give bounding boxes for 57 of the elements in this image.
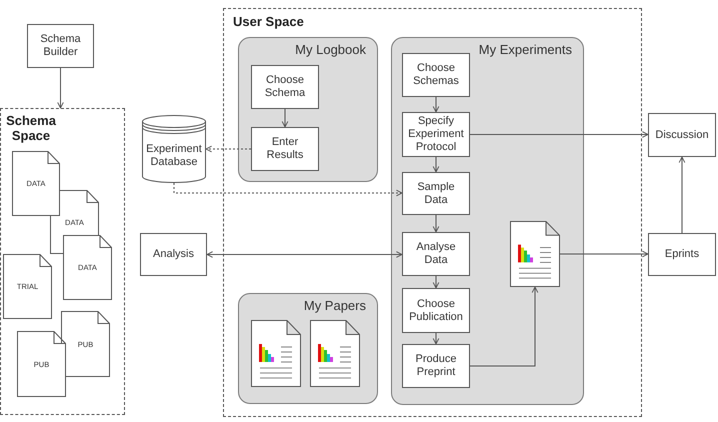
process-box xyxy=(402,288,470,333)
document-shape xyxy=(12,151,60,216)
process-box xyxy=(27,24,94,68)
process-box xyxy=(140,233,207,276)
database-cylinder xyxy=(142,115,206,183)
rounded-panel xyxy=(391,37,584,405)
arrow xyxy=(560,250,648,258)
arrow xyxy=(432,332,440,344)
dashed-region xyxy=(223,8,642,417)
double-headed-arrow xyxy=(206,251,402,258)
process-box xyxy=(402,172,470,215)
node-label: Analyse Data xyxy=(415,241,457,267)
arrow xyxy=(678,156,686,234)
node-label: Schema Builder xyxy=(39,33,82,59)
panel-title: My Experiments xyxy=(478,42,572,57)
document-chart-icon xyxy=(251,320,301,387)
node-label: Choose Schema xyxy=(264,74,306,100)
dotted-arrow xyxy=(206,146,252,152)
node-label: Choose Publication xyxy=(408,298,464,324)
document-shape xyxy=(3,254,52,319)
rounded-panel xyxy=(238,293,378,404)
node-label: Experiment Database xyxy=(145,143,203,169)
node-label: Sample Data xyxy=(416,180,456,206)
node-label: Choose Schemas xyxy=(412,62,460,88)
arrow xyxy=(432,96,440,112)
process-box xyxy=(402,344,470,388)
arrow xyxy=(432,156,440,172)
region-title: User Space xyxy=(233,14,304,29)
document-chart-icon xyxy=(310,320,360,387)
process-box xyxy=(648,113,716,157)
dotted-arrow xyxy=(174,182,402,196)
process-box xyxy=(402,53,470,97)
rounded-panel xyxy=(238,37,378,182)
node-label: Discussion xyxy=(655,128,709,142)
node-label: Analysis xyxy=(153,248,194,261)
arrow xyxy=(470,286,538,366)
arrow xyxy=(432,276,440,288)
panel-title: My Papers xyxy=(304,298,366,313)
region-title: Schema Space xyxy=(5,113,57,143)
process-box xyxy=(402,232,470,276)
arrow xyxy=(282,108,288,128)
document-shape xyxy=(61,311,110,377)
node-label: Specify Experiment Protocol xyxy=(407,115,465,154)
arrow xyxy=(470,131,648,138)
panel-title: My Logbook xyxy=(295,42,366,57)
node-label: Produce Preprint xyxy=(414,353,458,379)
node-label: Eprints xyxy=(664,248,700,261)
process-box xyxy=(648,233,716,276)
dashed-region xyxy=(0,108,125,415)
node-label: Enter Results xyxy=(266,136,304,162)
process-box xyxy=(251,127,319,171)
arrow xyxy=(57,68,64,108)
arrow xyxy=(432,214,440,232)
document-shape xyxy=(63,235,112,300)
process-box xyxy=(251,65,319,109)
document-chart-icon xyxy=(510,221,560,287)
document-shape xyxy=(17,331,66,397)
